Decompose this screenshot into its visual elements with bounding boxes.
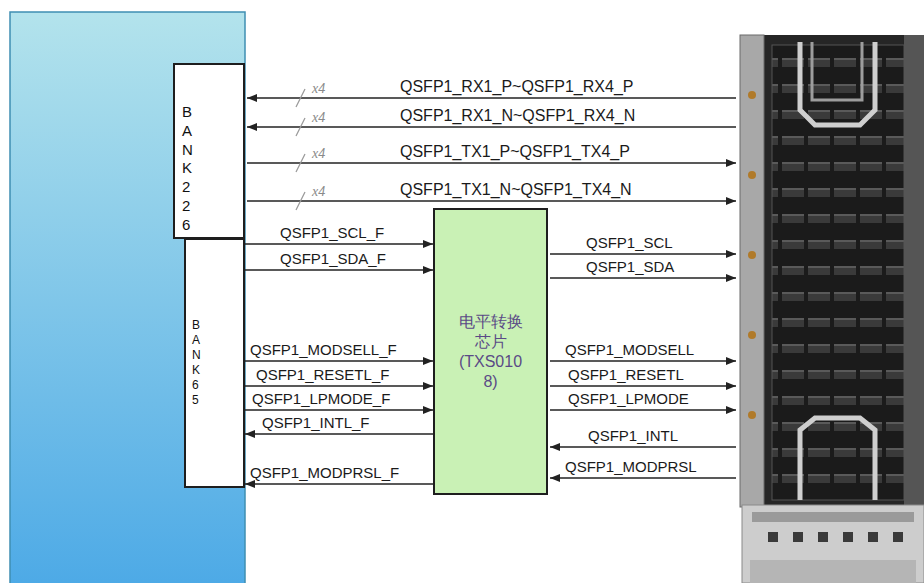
signal-name: QSFP1_MODSELL_F — [250, 341, 397, 359]
node-label: BANK 65 — [192, 318, 201, 408]
level-shifter-chip: 电平转换芯片 (TXS0108) — [433, 208, 548, 495]
bank-box: BANK 65 — [184, 238, 245, 488]
signal-name: QSFP1_RX1_N~QSFP1_RX4_N — [400, 107, 635, 125]
signal-name: QSFP1_SDA — [586, 258, 674, 276]
signal-name: QSFP1_SDA_F — [280, 250, 386, 268]
bus-width: x4 — [312, 183, 325, 201]
lane-wires — [247, 98, 736, 201]
node-label: BANK 226 — [182, 103, 193, 234]
control-wires — [550, 254, 736, 478]
signal-wire — [245, 269, 433, 270]
signal-name: QSFP1_RESETL_F — [256, 366, 389, 384]
node-label: 电平转换芯片 (TXS0108) — [456, 312, 526, 392]
signal-name: QSFP1_MODPRSL — [565, 458, 697, 476]
bus-width: x4 — [312, 145, 325, 163]
fpga-body — [10, 12, 245, 583]
signal-wire — [245, 360, 433, 361]
bus-slash — [296, 89, 305, 210]
signal-name: QSFP1_LPMODE — [568, 390, 689, 408]
signal-wire — [245, 409, 433, 410]
signal-wire — [245, 433, 433, 434]
signal-name: QSFP1_LPMODE_F — [252, 390, 390, 408]
signal-name: QSFP1_INTL — [588, 427, 678, 445]
signal-name: QSFP1_INTL_F — [262, 414, 370, 432]
bus-width: x4 — [312, 80, 325, 98]
signal-name: QSFP1_RX1_P~QSFP1_RX4_P — [400, 78, 633, 96]
signal-wire — [245, 243, 433, 244]
qsfp-cage — [740, 35, 924, 583]
bus-width: x4 — [312, 109, 325, 127]
signal-name: QSFP1_MODSELL — [565, 341, 694, 359]
signal-name: QSFP1_TX1_N~QSFP1_TX4_N — [400, 181, 632, 199]
signal-wire — [245, 483, 433, 484]
signal-name: QSFP1_SCL_F — [280, 224, 384, 242]
signal-name: QSFP1_MODPRSL_F — [250, 464, 399, 482]
signal-name: QSFP1_RESETL — [568, 366, 684, 384]
bank-box: BANK 226 — [173, 63, 245, 239]
signal-name: QSFP1_TX1_P~QSFP1_TX4_P — [400, 143, 630, 161]
signal-name: QSFP1_SCL — [586, 234, 673, 252]
signal-wire — [245, 385, 433, 386]
